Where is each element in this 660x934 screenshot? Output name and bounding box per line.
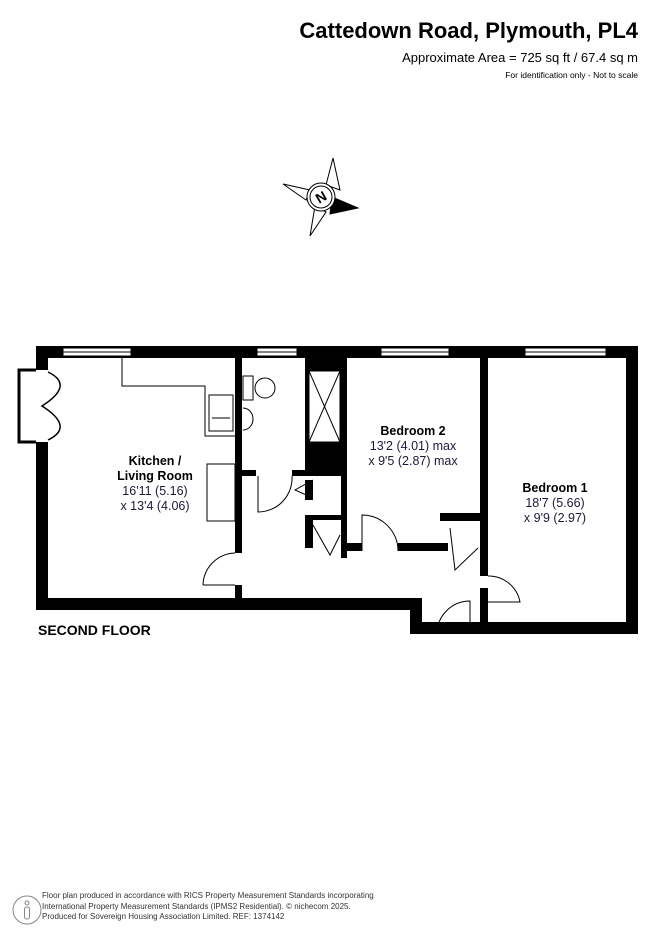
- room-name: Bedroom 1: [522, 481, 588, 495]
- floor-label: SECOND FLOOR: [38, 622, 151, 638]
- windows: [62, 347, 607, 357]
- room-dimension: 16'11 (5.16): [122, 484, 188, 498]
- french-doors: [17, 368, 61, 444]
- footer-line: International Property Measurement Stand…: [42, 901, 351, 911]
- property-title: Cattedown Road, Plymouth, PL4: [299, 18, 638, 43]
- room-bedroom-1: Bedroom 1 18'7 (5.66) x 9'9 (2.97): [500, 481, 610, 526]
- room-name: Living Room: [117, 469, 193, 483]
- compass-icon: N: [282, 157, 360, 237]
- room-dimension: 18'7 (5.66): [525, 496, 585, 510]
- room-kitchen-living: Kitchen / Living Room 16'11 (5.16) x 13'…: [85, 454, 225, 514]
- room-dimension: 13'2 (4.01) max: [369, 439, 457, 453]
- footer-notice: Floor plan produced in accordance with R…: [42, 891, 374, 923]
- walls: [36, 346, 638, 634]
- room-dimension: x 9'9 (2.97): [523, 511, 587, 525]
- approximate-area: Approximate Area = 725 sq ft / 67.4 sq m: [402, 50, 638, 65]
- info-person-icon: [12, 895, 42, 925]
- room-dimension: x 9'5 (2.87) max: [368, 454, 458, 468]
- footer-line: Floor plan produced in accordance with R…: [42, 891, 374, 900]
- disclaimer: For identification only - Not to scale: [505, 70, 638, 80]
- room-name: Kitchen /: [128, 454, 182, 468]
- footer-line: Produced for Sovereign Housing Associati…: [42, 912, 285, 921]
- fittings: [121, 358, 521, 635]
- room-dimension: x 13'4 (4.06): [120, 499, 190, 513]
- room-bedroom-2: Bedroom 2 13'2 (4.01) max x 9'5 (2.87) m…: [348, 424, 478, 469]
- room-name: Bedroom 2: [380, 424, 446, 438]
